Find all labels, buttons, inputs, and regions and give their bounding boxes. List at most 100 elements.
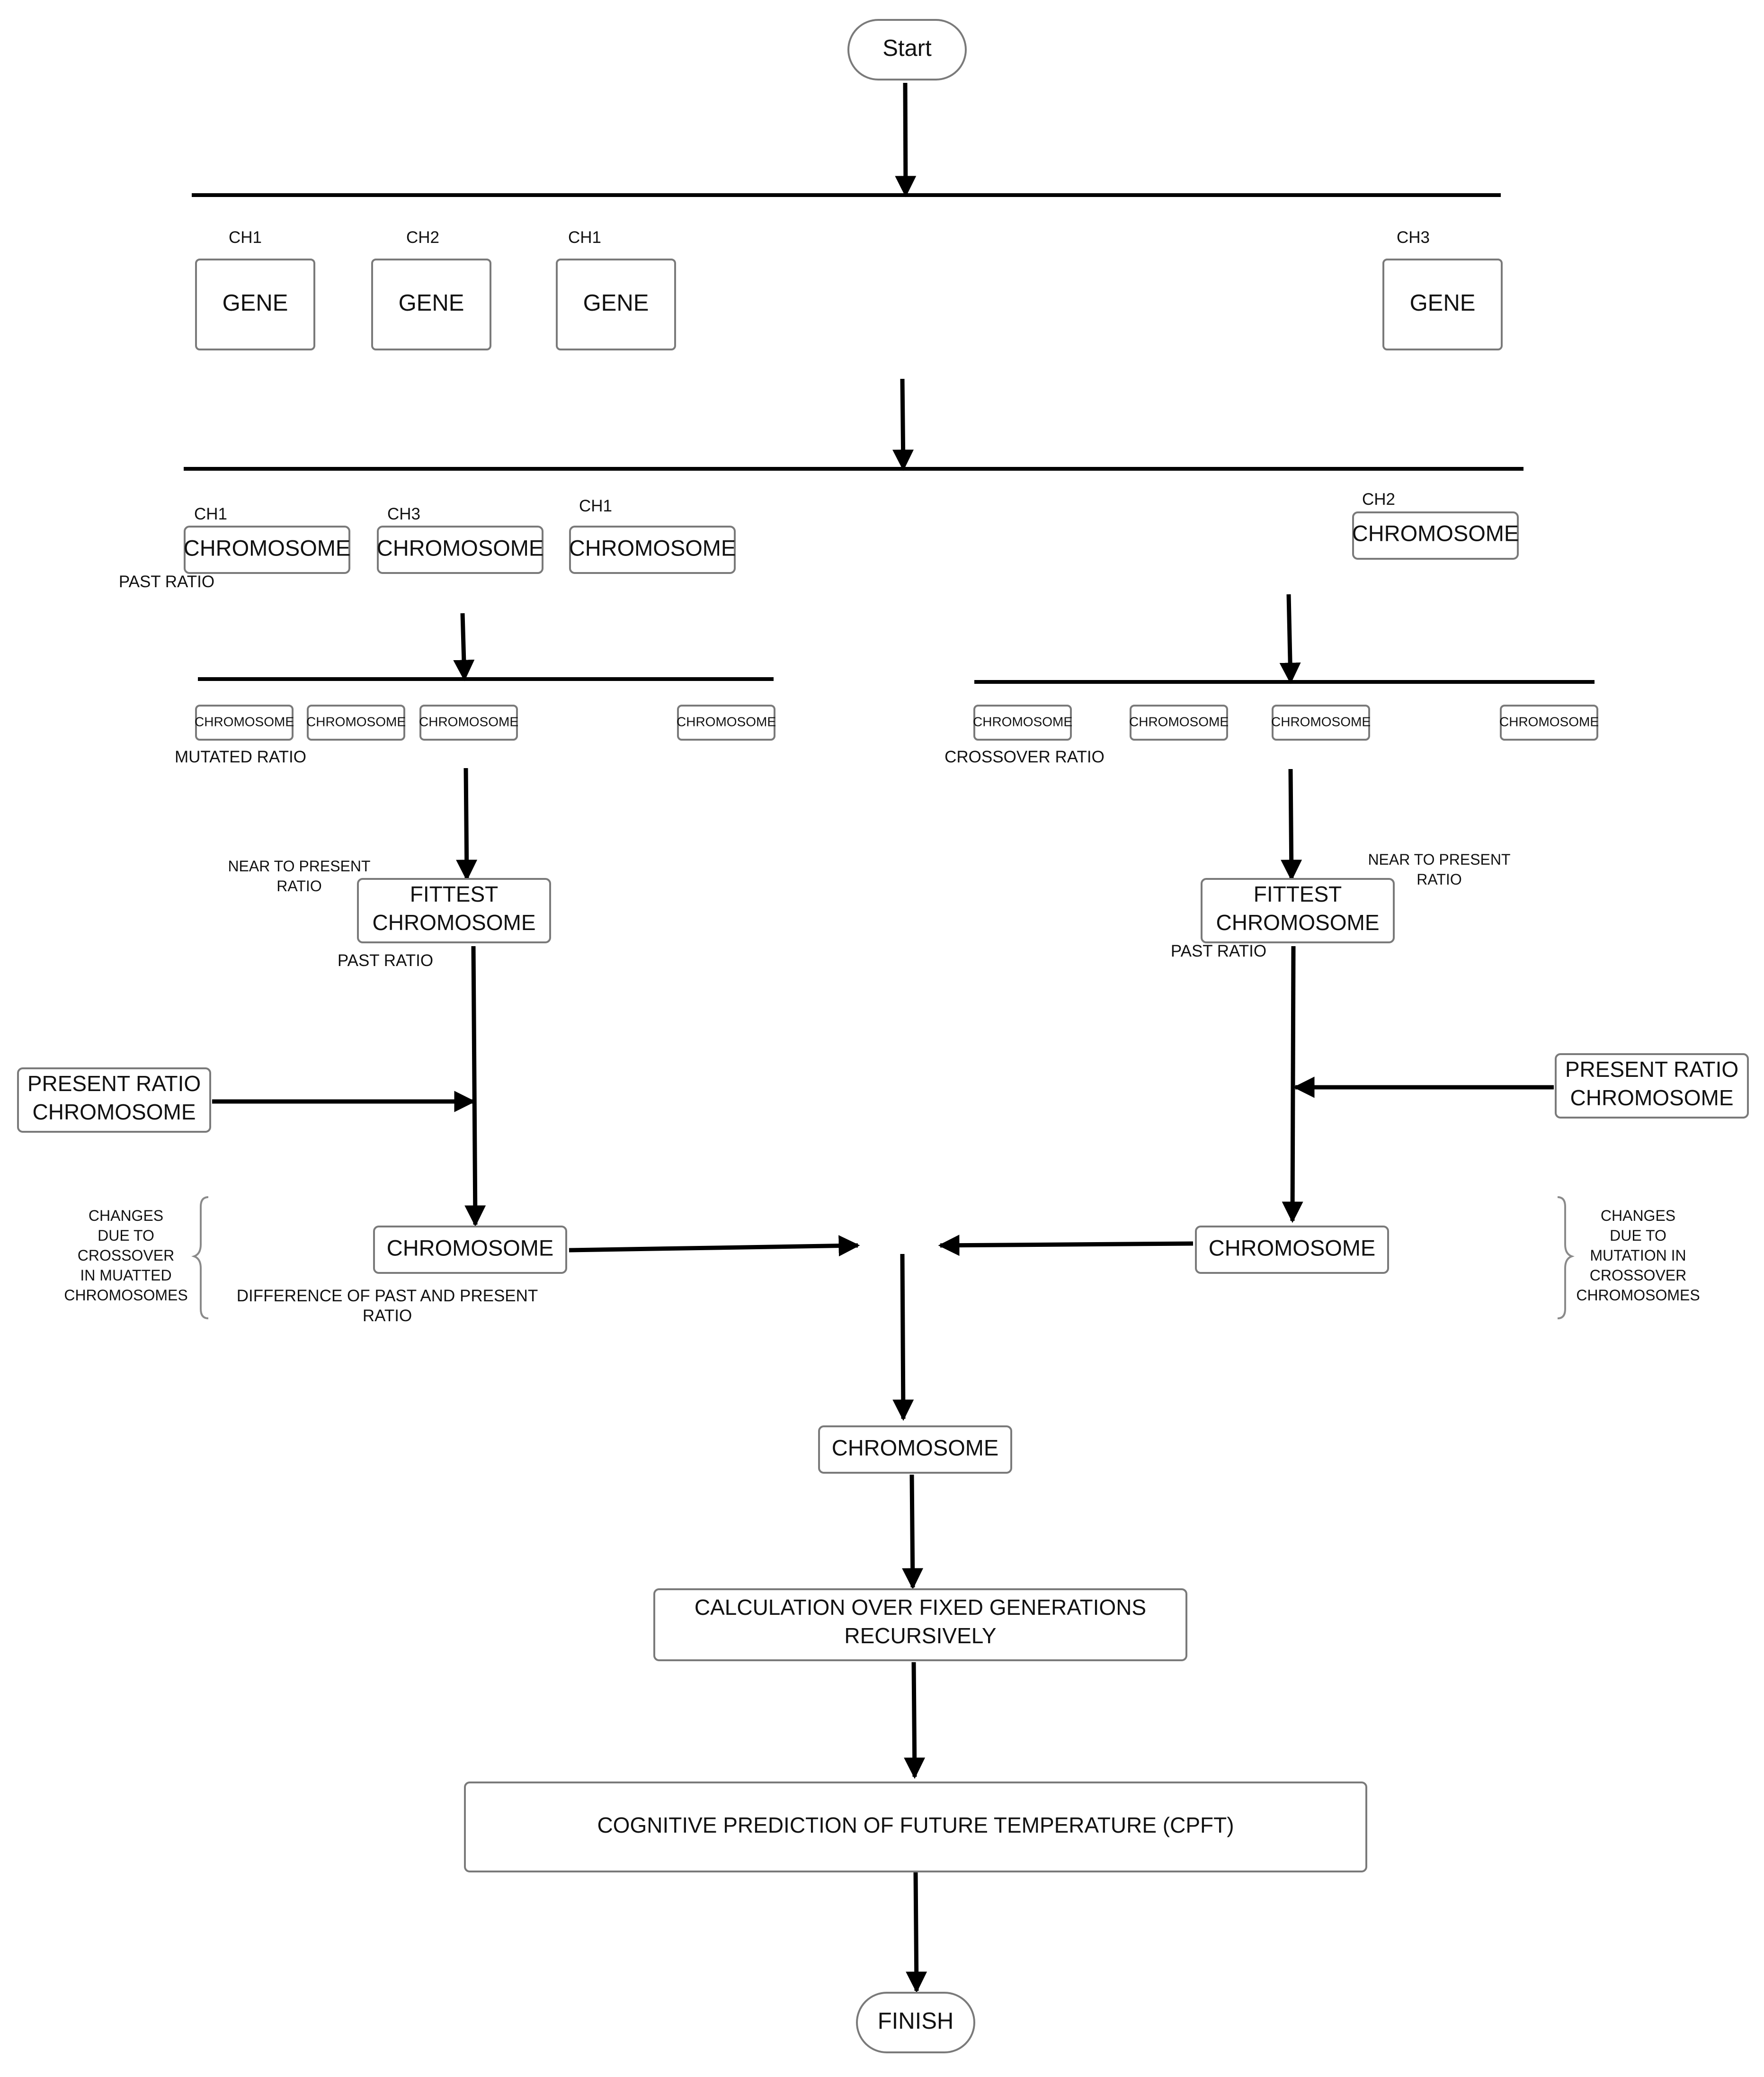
small-chromosome-right-4: CHROMOSOME [1499, 705, 1599, 741]
gene-ch2: CH2 GENE [371, 228, 491, 350]
fittest-chromosome-right: FITTEST CHROMOSOME [1201, 878, 1395, 943]
small-chromosome-left-1: CHROMOSOME [195, 705, 294, 741]
small-chromosome-right-2: CHROMOSOME [1129, 705, 1229, 741]
chromosome-label: CHROMOSOME [377, 535, 544, 560]
prediction-box: COGNITIVE PREDICTION OF FUTURE TEMPERATU… [464, 1782, 1367, 1872]
arrow-left-split [453, 613, 475, 681]
chromosome-ch-label: CH1 [579, 497, 612, 515]
right-note-line1: CHANGES [1601, 1207, 1675, 1224]
near-present-label-line2: RATIO [276, 877, 321, 895]
past-ratio-label: PAST RATIO [119, 573, 214, 591]
arrow-right-to-fittest [1281, 769, 1302, 881]
small-chromosome-label: CHROMOSOME [1271, 714, 1371, 729]
fittest-label-line2: CHROMOSOME [373, 910, 536, 935]
left-note-line5: CHROMOSOMES [64, 1287, 187, 1304]
finish-node: FINISH [856, 1992, 975, 2053]
brace-left [191, 1196, 209, 1319]
arrow-start-to-genes [895, 82, 917, 197]
difference-label-line2: RATIO [363, 1307, 412, 1325]
mutated-ratio-label: MUTATED RATIO [175, 748, 306, 766]
small-chromosome-right-3: CHROMOSOME [1271, 705, 1371, 741]
small-chromosome-label: CHROMOSOME [419, 714, 518, 729]
present-ratio-chromosome-right: PRESENT RATIO CHROMOSOME [1555, 1053, 1749, 1119]
gene-label: GENE [583, 290, 649, 316]
near-present-right-line1: NEAR TO PRESENT [1368, 851, 1510, 868]
arrow-left-to-fittest [456, 768, 478, 881]
crossover-ratio-label: CROSSOVER RATIO [944, 748, 1105, 766]
calculation-box: CALCULATION OVER FIXED GENERATIONS RECUR… [653, 1588, 1187, 1661]
prediction-label: COGNITIVE PREDICTION OF FUTURE TEMPERATU… [597, 1813, 1234, 1837]
small-chromosome-label: CHROMOSOME [195, 714, 294, 729]
fittest-label-line1: FITTEST [410, 882, 499, 906]
right-note-line5: CHROMOSOMES [1576, 1287, 1700, 1304]
gene-label: GENE [1410, 290, 1476, 316]
near-present-right-line2: RATIO [1417, 871, 1461, 888]
gene-ch1-a: CH1 GENE [195, 228, 315, 350]
chromosome-ch2: CH2 CHROMOSOME [1352, 490, 1519, 560]
chromosome-right-result: CHROMOSOME [1195, 1226, 1389, 1274]
gene-ch3: CH3 GENE [1382, 228, 1503, 350]
arrow-genes-to-chromosomes [892, 378, 914, 471]
present-ratio-line2: CHROMOSOME [33, 1100, 196, 1124]
gene-ch-label: CH3 [1397, 228, 1430, 247]
small-chromosome-label: CHROMOSOME [677, 714, 776, 729]
small-chromosome-label: CHROMOSOME [1129, 714, 1229, 729]
present-ratio-chromosome-left: PRESENT RATIO CHROMOSOME [17, 1067, 211, 1133]
small-chromosome-right-1: CHROMOSOME [973, 705, 1072, 741]
fittest-chromosome-left: FITTEST CHROMOSOME [357, 878, 551, 943]
arrow-merge-from-left [569, 1235, 860, 1257]
chromosome-merged: CHROMOSOME [818, 1425, 1012, 1474]
arrow-to-finish [906, 1872, 927, 1993]
chromosome-label: CHROMOSOME [569, 535, 736, 560]
left-note-line1: CHANGES [89, 1207, 163, 1224]
right-note-line4: CROSSOVER [1590, 1267, 1686, 1284]
right-note-line3: MUTATION IN [1590, 1247, 1686, 1264]
arrow-right-split [1279, 594, 1301, 684]
present-ratio-right-line1: PRESENT RATIO [1565, 1057, 1738, 1082]
chromosome-right-result-label: CHROMOSOME [1209, 1235, 1376, 1260]
difference-label-line1: DIFFERENCE OF PAST AND PRESENT [237, 1287, 538, 1305]
calculation-line2: RECURSIVELY [844, 1623, 996, 1648]
chromosome-ch-label: CH3 [387, 505, 420, 523]
chromosome-left-result: CHROMOSOME [373, 1226, 567, 1274]
arrow-to-calculation [902, 1474, 924, 1590]
start-node: Start [847, 19, 967, 81]
chromosome-left-result-label: CHROMOSOME [387, 1235, 554, 1260]
arrow-fittest-right-down [1282, 946, 1303, 1223]
small-chromosome-left-2: CHROMOSOME [306, 705, 406, 741]
small-chromosome-label: CHROMOSOME [306, 714, 406, 729]
chromosome-ch-label: CH1 [194, 505, 227, 523]
small-chromosome-label: CHROMOSOME [1499, 714, 1599, 729]
fittest-right-line1: FITTEST [1254, 882, 1342, 906]
past-ratio-right-label: PAST RATIO [1171, 942, 1266, 960]
small-chromosome-label: CHROMOSOME [973, 714, 1072, 729]
arrow-merge-from-right [938, 1235, 1194, 1256]
past-ratio-left-label: PAST RATIO [338, 951, 433, 970]
gene-ch-label: CH2 [406, 228, 439, 247]
right-note-line2: DUE TO [1610, 1227, 1666, 1244]
present-ratio-right-line2: CHROMOSOME [1570, 1085, 1734, 1110]
chromosome-ch1-a: CH1 CHROMOSOME [184, 505, 351, 574]
chromosome-ch-label: CH2 [1362, 490, 1395, 509]
chromosome-ch1-b: CH1 CHROMOSOME [569, 497, 736, 574]
gene-ch-label: CH1 [229, 228, 262, 247]
arrow-fittest-left-down [464, 946, 486, 1227]
start-label: Start [882, 36, 932, 61]
chromosome-label: CHROMOSOME [1352, 520, 1519, 546]
present-ratio-line1: PRESENT RATIO [27, 1071, 201, 1096]
left-note-line3: CROSSOVER [78, 1247, 174, 1264]
brace-right [1557, 1196, 1575, 1319]
chromosome-label: CHROMOSOME [184, 535, 351, 560]
near-present-label-line1: NEAR TO PRESENT [228, 858, 370, 875]
fittest-right-line2: CHROMOSOME [1216, 910, 1380, 935]
arrow-merge-down [892, 1253, 914, 1421]
left-note-line2: DUE TO [98, 1227, 154, 1244]
left-note-line4: IN MUATTED [80, 1267, 171, 1284]
small-chromosome-left-4: CHROMOSOME [677, 705, 776, 741]
calculation-line1: CALCULATION OVER FIXED GENERATIONS [695, 1595, 1146, 1620]
gene-label: GENE [399, 290, 464, 316]
small-chromosome-left-3: CHROMOSOME [419, 705, 518, 741]
gene-ch1-b: CH1 GENE [556, 228, 676, 350]
gene-ch-label: CH1 [568, 228, 601, 247]
